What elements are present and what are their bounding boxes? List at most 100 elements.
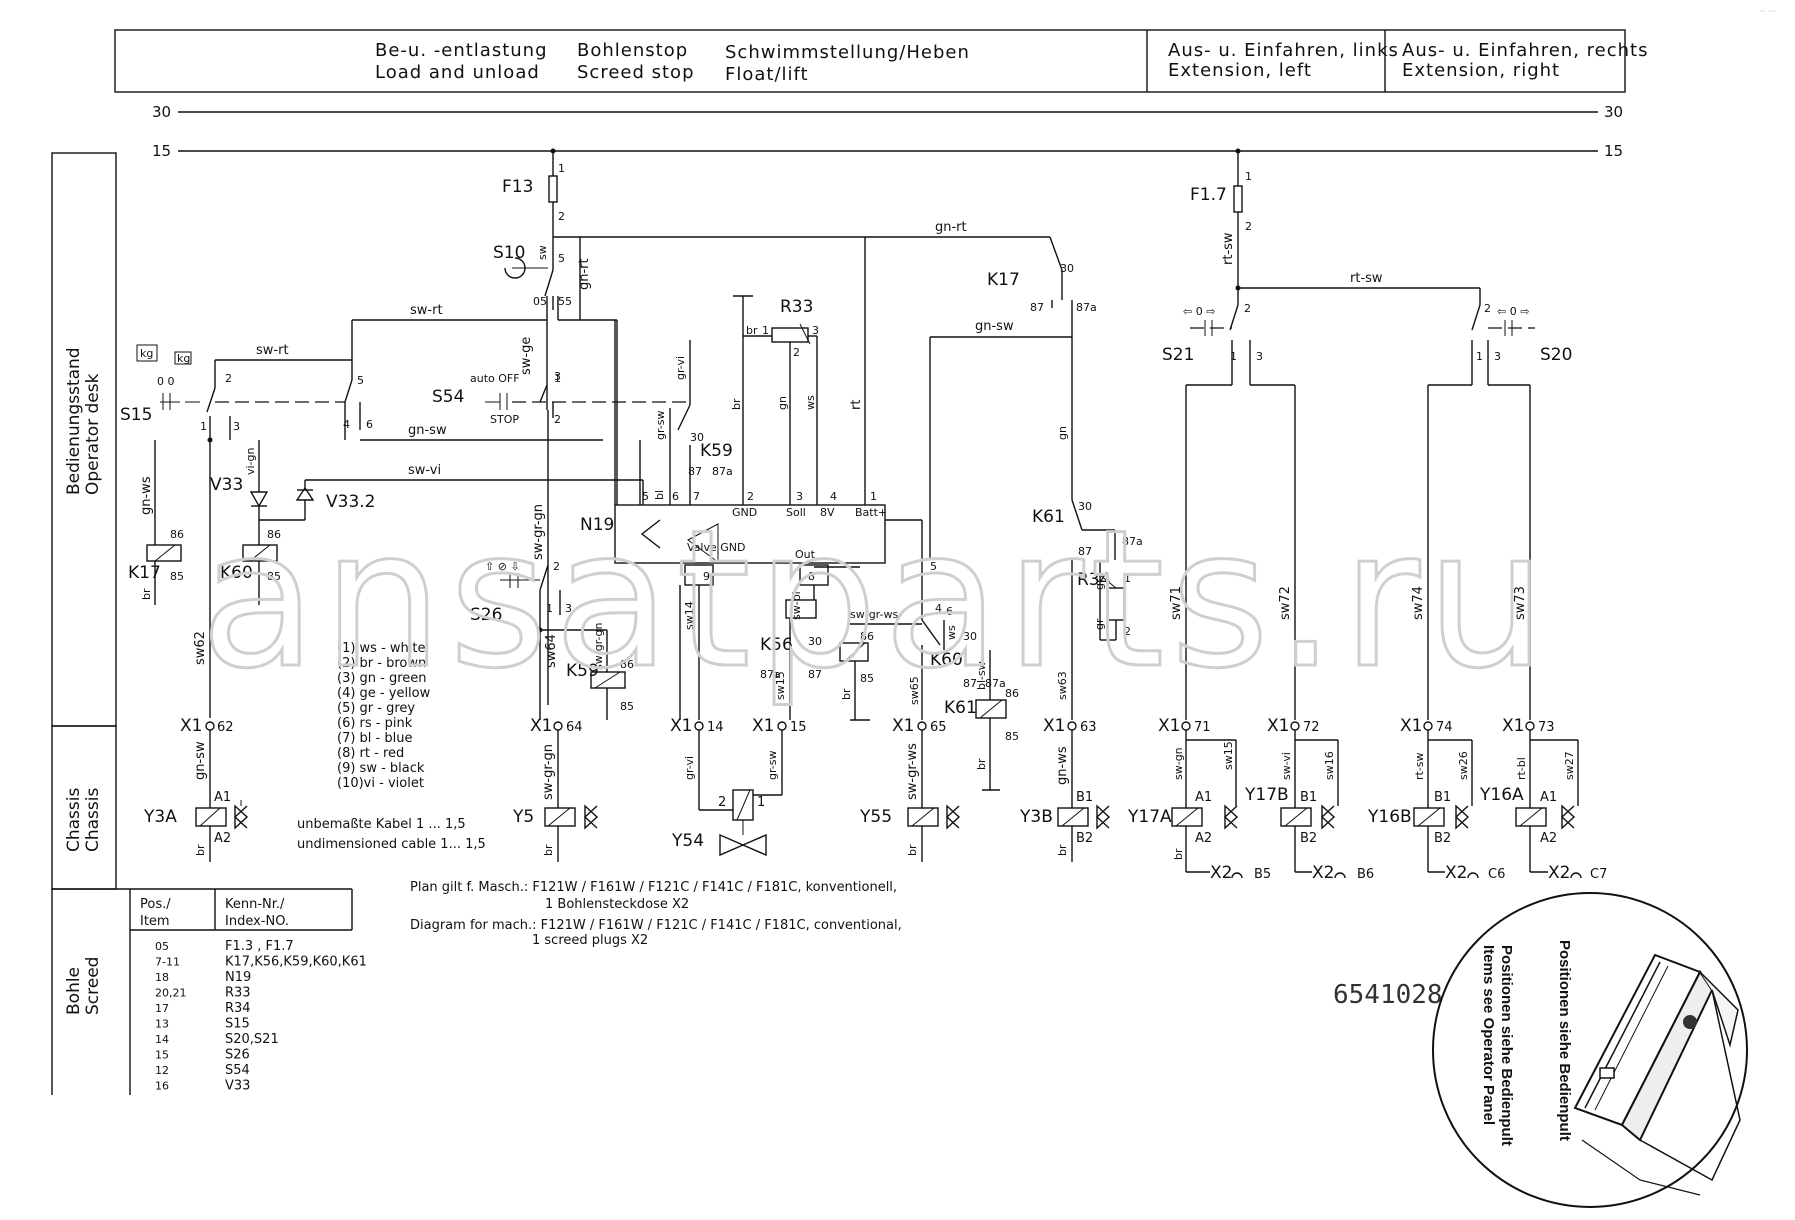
x1-71-name: X1 [1158,716,1180,736]
svg-text:30: 30 [1078,500,1092,513]
svg-text:kg: kg [177,352,190,365]
chassis-en: Chassis [83,788,103,852]
y3a-label: Y3A [143,807,177,827]
svg-text:B1: B1 [1076,790,1093,805]
svg-text:br: br [746,324,758,337]
x1-73-name: X1 [1502,716,1524,736]
screed-de: Bohle [64,967,84,1015]
y16a-label: Y16A [1479,785,1524,805]
wire-gr-r34-1: gr [1093,578,1106,590]
svg-text:⇦ 0 ⇨: ⇦ 0 ⇨ [1183,305,1215,318]
wire-sw-rt-2: sw-rt [256,343,289,358]
r33-label: R33 [780,297,813,317]
svg-text:2: 2 [718,795,726,810]
k60-coil-label: K60 [220,563,253,583]
wire-vi-gn: vi-gn [244,447,257,475]
wire-br-r33: br [730,398,743,410]
svg-text:B2: B2 [1434,831,1451,846]
x1-65-name: X1 [892,716,914,736]
f17-label: F1.7 [1190,185,1227,205]
table-row-index: N19 [225,970,251,985]
svg-text:6: 6 [366,418,373,431]
svg-text:85: 85 [620,700,634,713]
k61-contact-label: K61 [1032,507,1065,527]
s15-label: S15 [120,405,152,425]
sw-vi-lines: sw-vi [304,320,644,505]
v33-label: V33 [210,475,243,495]
svg-text:2: 2 [225,372,232,385]
table-header-pos-en: Item [140,914,170,929]
header-col1-en: Load and unload [375,62,540,83]
n19-valve-gnd: Valve GND [687,541,745,554]
k56-label: K56 [760,635,793,655]
x1-64-name: X1 [530,716,552,736]
x1-63-name: X1 [1043,716,1065,736]
s26-label: S26 [470,605,502,625]
svg-text:1: 1 [558,162,565,175]
y16b-label: Y16B [1367,807,1412,827]
rail-15-label-left: 15 [152,142,171,160]
rail-30-label-right: 30 [1604,103,1623,121]
svg-text:8: 8 [808,570,815,583]
switch-s54: 5 4 6 gn-sw S54 auto OFF STOP 1 2 sw-gr-… [343,370,690,705]
legend-item-5: (5) gr - grey [337,701,415,716]
wire-gn-k61: gn [1056,426,1069,440]
svg-text:2: 2 [747,490,754,503]
legend-item-9: (9) sw - black [337,761,425,776]
wire-rt-batt: rt [849,400,864,410]
svg-text:B2: B2 [1076,831,1093,846]
relay-k17-contact: K17 30 87 87a gn [987,262,1097,500]
fuse-f13: F13 1 2 [502,148,565,270]
svg-text:05: 05 [533,295,547,308]
diodes-v33: V33 V33.2 vi-gn [210,440,375,540]
header-col5-de: Aus- u. Einfahren, rechts [1402,40,1648,61]
wire-sw65: sw65 [908,676,921,705]
svg-text:4: 4 [830,490,837,503]
rail-30-label-left: 30 [152,103,171,121]
valve-y17a: sw71 X1 71 sw-gn sw15 A1 A2 br Y17A X2 B… [1127,586,1271,883]
k59-coil-label: K59 [566,661,599,681]
wire-sw-gr-gn-1: sw-gr-gn [531,504,546,560]
wire-sw63: sw63 [1056,671,1069,700]
svg-text:87: 87 [963,677,977,690]
svg-text:1: 1 [1230,350,1237,363]
svg-text:85: 85 [267,570,281,583]
svg-text:3: 3 [565,602,572,615]
fuse-f17: F1.7 1 2 rt-sw rt-sw [1190,148,1480,291]
relay-k61-contact: K61 30 87 87a R34 1 2 gr gr sw63 X1 63 g… [1019,499,1143,862]
wire-br-y3b: br [1056,844,1069,856]
wire-sw-gr-ws-top: sw-gr-ws [850,608,898,621]
svg-text:1: 1 [1476,350,1483,363]
header-col4-en: Extension, left [1168,60,1312,81]
table-row-pos: 18 [155,971,169,984]
wire-br-k17: br [140,588,153,600]
svg-text:85: 85 [1005,730,1019,743]
wire-gn-ws-y3b: gn-ws [1055,746,1070,785]
s54-stop: STOP [490,413,519,426]
svg-text:1: 1 [870,490,877,503]
cable-note-de: unbemaßte Kabel 1 ... 1,5 [297,817,466,832]
n19-gnd: GND [732,506,757,519]
wire-rt-sw-horiz: rt-sw [1350,271,1383,286]
plan-note: Plan gilt f. Masch.: F121W / F161W / F12… [410,880,902,948]
x2-c7-pin: C7 [1590,867,1607,882]
svg-text:85: 85 [170,570,184,583]
plan-note-line-1: Plan gilt f. Masch.: F121W / F161W / F12… [410,880,897,895]
table-row-pos: 13 [155,1018,169,1031]
svg-text:2: 2 [1124,625,1131,638]
wire-sw15-y17: sw15 [1222,741,1235,770]
table-row-pos: 20,21 [155,987,187,1000]
svg-text:⇧ ⊘ ⇩: ⇧ ⊘ ⇩ [485,560,520,573]
svg-text:9: 9 [703,570,710,583]
svg-text:0 0: 0 0 [157,375,175,388]
stamp-de: Positionen siehe Bedienpult [1556,940,1573,1141]
svg-text:85: 85 [860,672,874,685]
svg-text:A2: A2 [1195,831,1212,846]
wire-gn-sw-1: gn-sw [408,423,447,438]
wire-br-y17a: br [1172,848,1185,860]
svg-text:1: 1 [554,372,561,385]
color-legend: (1) ws - white (2) br - brown (3) gn - g… [297,641,486,852]
wire-rt-sw-y16b: rt-sw [1413,752,1426,780]
